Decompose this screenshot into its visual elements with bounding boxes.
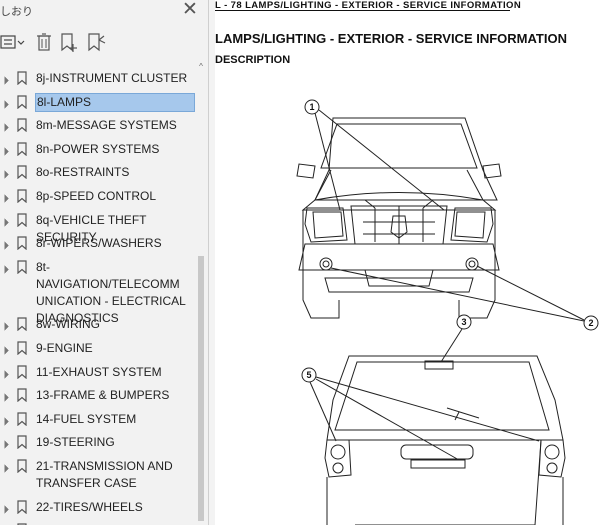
bookmark-icon [17,142,27,157]
pdf-page: L - 78 LAMPS/LIGHTING - EXTERIOR - SERVI… [215,0,600,525]
page-header: L - 78 LAMPS/LIGHTING - EXTERIOR - SERVI… [215,0,522,11]
bookmark-icon [17,236,27,251]
callout-1: 1 [309,102,314,112]
bookmark-item[interactable]: 14-FUEL SYSTEM [0,411,196,428]
expand-icon[interactable] [4,502,9,514]
bookmark-item[interactable]: 13-FRAME & BUMPERS [0,387,196,404]
panel-title: しおり [0,6,33,18]
bookmark-label: 14-FUEL SYSTEM [36,411,137,426]
bookmark-label: 21-TRANSMISSION AND TRANSFER CASE [36,459,173,490]
bookmark-item[interactable]: 8n-POWER SYSTEMS [0,141,196,158]
bookmark-item[interactable]: 8w-WIRING [0,316,196,333]
bookmark-label: 19-STEERING [36,435,115,450]
expand-icon[interactable] [4,144,9,156]
bookmark-item[interactable]: 8o-RESTRAINTS [0,164,196,181]
bookmark-icon [17,118,27,133]
bookmark-icon [17,499,27,514]
expand-icon[interactable] [4,437,9,450]
bookmark-icon [17,341,27,356]
expand-icon[interactable] [4,414,9,426]
bookmark-item[interactable]: 23-BODY [0,522,196,525]
close-icon[interactable]: ✕ [182,0,198,20]
bookmark-icon [17,212,27,227]
bookmark-label: 8n-POWER SYSTEMS [36,141,160,156]
scroll-up-icon[interactable]: ^ [199,62,203,71]
subsection-title: DESCRIPTION [215,54,291,66]
bookmark-label: 11-EXHAUST SYSTEM [36,364,162,379]
expand-icon[interactable] [4,461,9,473]
scrollbar-thumb[interactable] [198,256,204,521]
header-rule [215,10,510,11]
expand-icon[interactable] [4,167,9,180]
bookmark-icon [17,317,27,332]
bookmark-label: 13-FRAME & BUMPERS [36,388,170,403]
trash-icon[interactable] [34,30,54,54]
callout-2: 2 [588,318,593,328]
expand-icon[interactable] [4,367,9,379]
bookmark-label: 8r-WIPERS/WASHERS [36,236,162,251]
expand-icon[interactable] [4,262,9,274]
bookmark-icon [17,260,27,275]
bookmark-item[interactable]: 21-TRANSMISSION AND TRANSFER CASE [0,458,196,492]
bookmark-label: 8t-NAVIGATION/TELECOMM UNICATION - ELECT… [36,259,186,325]
document-view: L - 78 LAMPS/LIGHTING - EXTERIOR - SERVI… [209,0,600,525]
callout-5: 5 [306,370,311,380]
bookmark-list: 8j-INSTRUMENT CLUSTER 8l-LAMPS 8m-MESSAGE … [0,66,196,525]
bookmark-item[interactable]: 8j-INSTRUMENT CLUSTER [0,70,196,87]
bookmark-icon [17,459,27,474]
bookmark-item[interactable]: 8q-VEHICLE THEFT SECURITY [0,212,196,244]
bookmarks-panel: しおり ✕ [0,0,209,525]
bookmark-item[interactable]: 8r-WIPERS/WASHERS [0,235,196,252]
bookmark-label: 9-ENGINE [36,341,93,355]
bookmark-item[interactable]: 8l-LAMPS [0,92,196,112]
bookmark-icon [17,165,27,180]
bookmark-label: 8l-LAMPS [35,92,195,112]
section-title: LAMPS/LIGHTING - EXTERIOR - SERVICE INFO… [215,31,567,46]
callout-3: 3 [461,317,466,327]
expand-icon[interactable] [4,215,9,227]
bookmark-icon [17,364,27,379]
bookmark-label: 8q-VEHICLE THEFT SECURITY [36,212,147,244]
bookmark-label: 22-TIRES/WHEELS [36,499,143,514]
bookmark-item[interactable]: 22-TIRES/WHEELS [0,499,196,516]
expand-icon[interactable] [4,390,9,402]
bookmark-label: 8w-WIRING [36,317,100,332]
bookmark-item[interactable]: 8p-SPEED CONTROL [0,188,196,205]
bookmark-icon [17,435,27,450]
bookmark-icon [17,388,27,403]
exterior-lamps-diagram: 1 2 3 5 [296,99,599,525]
expand-icon[interactable] [4,343,9,355]
list-options-icon[interactable] [0,30,26,54]
bookmark-label: 8m-MESSAGE SYSTEMS [36,118,177,133]
expand-icon[interactable] [4,238,9,250]
bookmark-icon [17,523,27,525]
bookmark-label: 23-BODY [36,522,192,525]
bookmark-label: 8p-SPEED CONTROL [36,189,157,203]
sidebar-scrollbar[interactable]: ^ [196,62,206,525]
bookmark-settings-icon[interactable] [84,30,108,54]
bookmark-label: 8o-RESTRAINTS [36,165,130,180]
expand-icon[interactable] [4,120,9,132]
bookmarks-toolbar [0,30,120,54]
new-bookmark-icon[interactable] [58,30,80,54]
bookmark-item[interactable]: 8t-NAVIGATION/TELECOMM UNICATION - ELECT… [0,259,196,325]
bookmark-icon [17,412,27,427]
bookmark-icon [17,71,27,86]
bookmark-icon [17,94,27,109]
bookmark-label: 8j-INSTRUMENT CLUSTER [36,71,188,85]
bookmark-item[interactable]: 11-EXHAUST SYSTEM [0,364,196,381]
bookmark-item[interactable]: 19-STEERING [0,434,196,451]
expand-icon[interactable] [4,191,9,203]
bookmark-icon [17,189,27,204]
expand-icon[interactable] [4,73,9,85]
expand-icon[interactable] [4,97,9,109]
expand-icon[interactable] [4,319,9,332]
bookmark-item[interactable]: 8m-MESSAGE SYSTEMS [0,117,196,134]
bookmark-item[interactable]: 9-ENGINE [0,340,196,357]
